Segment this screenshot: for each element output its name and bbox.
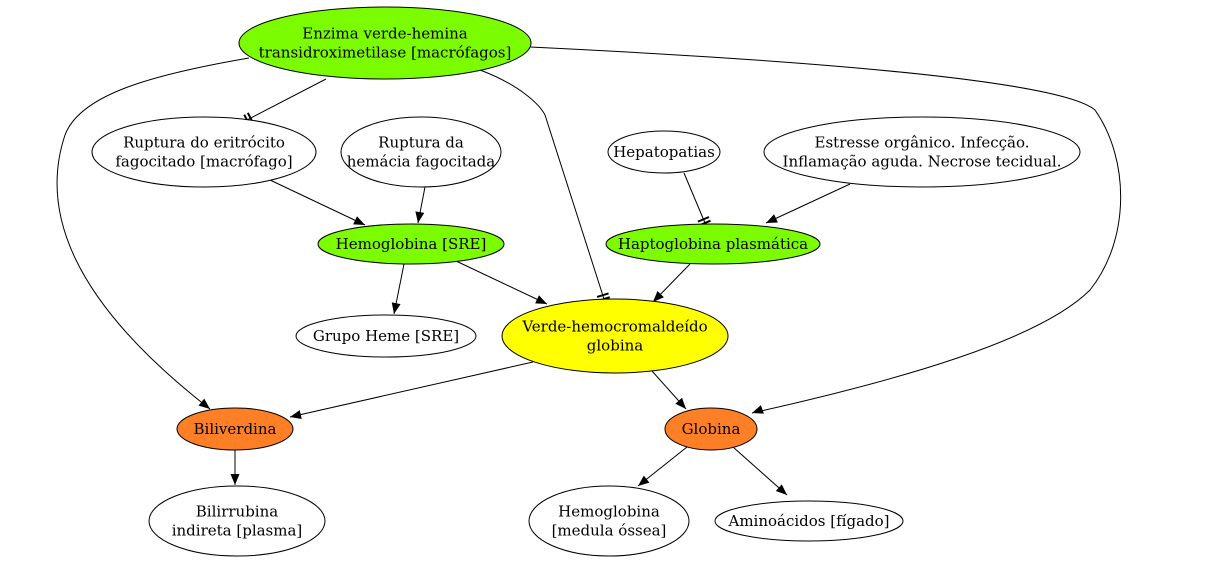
edge-biliverdina-to-bilirrubina: [230, 450, 240, 485]
node-label: indireta [plasma]: [172, 522, 303, 540]
node-shape: [607, 130, 721, 174]
edge-hepatopatias-to-haptoglobina: [683, 172, 711, 227]
arrowhead: [230, 474, 240, 485]
node-label: fagocitado [macrófago]: [115, 153, 292, 171]
node-globina: Globina: [664, 407, 758, 451]
node-label: Ruptura do eritrócito: [123, 134, 285, 152]
node-label: Haptoglobina plasmática: [618, 235, 808, 253]
node-label: Ruptura da: [378, 134, 464, 152]
node-label: hemácia fagocitada: [347, 153, 496, 171]
arrowhead: [766, 214, 778, 223]
edge-haptoglobina-to-verde-hemo: [652, 263, 691, 303]
node-label: Hemoglobina: [558, 503, 660, 521]
arrowhead: [752, 405, 764, 414]
node-label: Aminoácidos [fígado]: [727, 512, 889, 530]
node-shape: [148, 485, 326, 557]
edge-globina-to-hemoglobina-medula: [637, 446, 688, 487]
edge-line: [732, 446, 788, 496]
node-shape: [664, 407, 758, 451]
node-label: Inflamação aguda. Necrose tecidual.: [783, 153, 1062, 171]
node-shape: [238, 6, 532, 80]
arrowhead: [638, 475, 650, 486]
arrowhead: [198, 398, 210, 409]
node-shape: [605, 223, 821, 265]
node-shape: [763, 116, 1081, 188]
edge-ruptura-hemacia-to-hemoglobina-sre: [415, 186, 426, 224]
node-shape: [501, 298, 729, 374]
arrowhead: [653, 290, 664, 302]
inhibition-bar: [596, 292, 609, 298]
edge-line: [269, 179, 366, 226]
edge-estresse-to-haptoglobina: [765, 183, 851, 224]
node-shape: [176, 407, 294, 451]
node-shape: [340, 116, 502, 188]
node-shape: [91, 116, 317, 188]
edge-line: [56, 57, 250, 410]
edge-verde-hemo-to-globina: [651, 370, 687, 410]
edge-line: [529, 46, 1122, 414]
edge-line: [479, 69, 605, 300]
node-label: Bilirrubina: [196, 503, 278, 521]
edge-enzima-to-verde-hemo: [479, 69, 611, 302]
node-shape: [528, 485, 690, 557]
arrowhead: [775, 484, 787, 495]
node-label: Estresse orgânico. Infecção.: [815, 134, 1030, 152]
edge-enzima-to-biliverdina: [56, 57, 250, 410]
node-shape: [317, 223, 505, 265]
node-label: transidroximetilase [macrófagos]: [259, 44, 512, 62]
node-hemoglobina-medula: Hemoglobina[medula óssea]: [528, 485, 690, 557]
edge-hemoglobina-sre-to-verde-hemo: [455, 260, 548, 305]
edge-verde-hemo-to-biliverdina: [289, 361, 534, 419]
edge-line: [683, 172, 706, 224]
node-label: Hemoglobina [SRE]: [336, 235, 487, 253]
node-label: Globina: [682, 420, 741, 438]
edge-enzima-to-ruptura-eritrocito: [243, 78, 327, 126]
node-hepatopatias: Hepatopatias: [607, 130, 721, 174]
node-grupo-heme: Grupo Heme [SRE]: [295, 314, 477, 358]
node-label: Enzima verde-hemina: [302, 25, 468, 43]
node-biliverdina: Biliverdina: [176, 407, 294, 451]
node-haptoglobina: Haptoglobina plasmática: [605, 223, 821, 265]
node-hemoglobina-sre: Hemoglobina [SRE]: [317, 223, 505, 265]
arrowhead: [290, 410, 302, 419]
node-label: Grupo Heme [SRE]: [313, 327, 459, 345]
node-shape: [295, 314, 477, 358]
edge-ruptura-eritrocito-to-hemoglobina-sre: [269, 179, 366, 226]
edge-globina-to-aminoacidos: [732, 446, 788, 496]
node-aminoacidos: Aminoácidos [fígado]: [714, 500, 904, 542]
node-label: Hepatopatias: [613, 143, 715, 161]
edge-line: [246, 78, 327, 121]
edge-line: [289, 361, 534, 418]
arrowhead: [353, 216, 365, 225]
arrowhead: [391, 302, 401, 314]
node-label: [medula óssea]: [552, 522, 667, 540]
edge-line: [455, 260, 548, 305]
arrowhead: [535, 295, 547, 304]
node-shape: [714, 500, 904, 542]
edge-line: [765, 183, 851, 224]
edge-enzima-to-globina: [529, 46, 1122, 414]
edges: [56, 46, 1122, 496]
arrowhead: [415, 211, 425, 223]
arrowhead: [675, 397, 686, 409]
inhibition-bar: [697, 216, 710, 223]
edge-hemoglobina-sre-to-grupo-heme: [391, 263, 405, 315]
node-label: globina: [587, 337, 643, 355]
node-label: Biliverdina: [194, 420, 277, 438]
node-estresse: Estresse orgânico. Infecção.Inflamação a…: [763, 116, 1081, 188]
node-label: Verde-hemocromaldeído: [521, 318, 707, 336]
